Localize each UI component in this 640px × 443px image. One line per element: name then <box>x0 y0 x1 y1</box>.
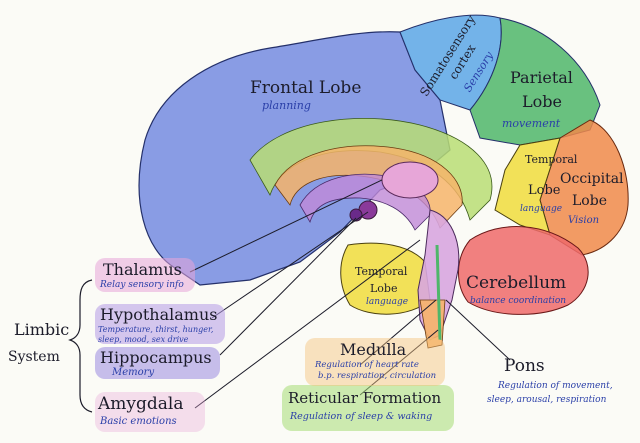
thalamus-label: Thalamus <box>103 260 182 279</box>
amygdala-function: Basic emotions <box>100 416 177 427</box>
reticular-line <box>435 244 442 341</box>
pons-label: Pons <box>504 356 545 376</box>
frontal-lobe-function: planning <box>262 99 311 112</box>
system-label: System <box>8 349 60 365</box>
thalamus-function: Relay sensory info <box>100 280 184 290</box>
medulla-highlight <box>305 338 445 386</box>
amygdala-highlight <box>95 392 205 432</box>
reticular-formation-function: Regulation of sleep & waking <box>290 411 433 422</box>
pons-function-2: sleep, arousal, respiration <box>487 395 607 405</box>
pointer-lines <box>189 179 511 409</box>
hypothalamus-function-1: Temperature, thirst, hunger, <box>98 325 214 334</box>
limbic-label: Limbic <box>14 320 70 339</box>
occipital-lobe-label-2: Lobe <box>572 193 607 209</box>
hippocampus-function: Memory <box>112 367 155 378</box>
reticular-formation-label: Reticular Formation <box>288 389 442 407</box>
limbic-bracket <box>68 279 93 413</box>
thalamus-highlight <box>95 258 195 292</box>
amygdala-label: Amygdala <box>98 394 184 414</box>
parietal-lobe-function: movement <box>502 117 561 130</box>
cerebellum-region <box>458 226 589 315</box>
hippocampus-highlight <box>95 347 220 379</box>
hippocampus-shape <box>349 208 363 222</box>
occipital-lobe-region <box>539 119 629 256</box>
frontal-lobe-label: Frontal Lobe <box>250 78 362 98</box>
medulla-function-1: Regulation of heart rate <box>315 360 419 370</box>
temporal-lobe-right-function: language <box>520 204 563 214</box>
parietal-lobe-label-2: Lobe <box>522 92 562 111</box>
parietal-lobe-label: Parietal <box>510 68 573 87</box>
hypothalamus-label: Hypothalamus <box>100 305 218 324</box>
hypothalamus-highlight <box>95 304 225 344</box>
hypothalamus-function-2: sleep, mood, sex drive <box>98 335 189 344</box>
temporal-lobe-center-region <box>340 242 431 315</box>
cerebellum-function: balance coordination <box>470 296 567 306</box>
reticular-highlight <box>282 385 454 431</box>
occipital-lobe-label: Occipital <box>560 171 624 187</box>
medulla-label: Medulla <box>340 340 407 359</box>
temporal-lobe-center-function: language <box>366 297 409 307</box>
temporal-lobe-right-label: Temporal <box>525 153 578 166</box>
pons-function-1: Regulation of movement, <box>498 381 613 391</box>
occipital-lobe-function: Vision <box>568 215 600 226</box>
temporal-lobe-right-label-2: Lobe <box>528 183 561 198</box>
hippocampus-label: Hippocampus <box>100 348 212 367</box>
temporal-lobe-center-label-2: Lobe <box>370 282 398 295</box>
thalamus-shape <box>381 161 439 199</box>
medulla-function-2: b.p. respiration, circulation <box>318 371 437 381</box>
temporal-lobe-center-label: Temporal <box>355 265 408 278</box>
cerebellum-label: Cerebellum <box>466 273 567 293</box>
